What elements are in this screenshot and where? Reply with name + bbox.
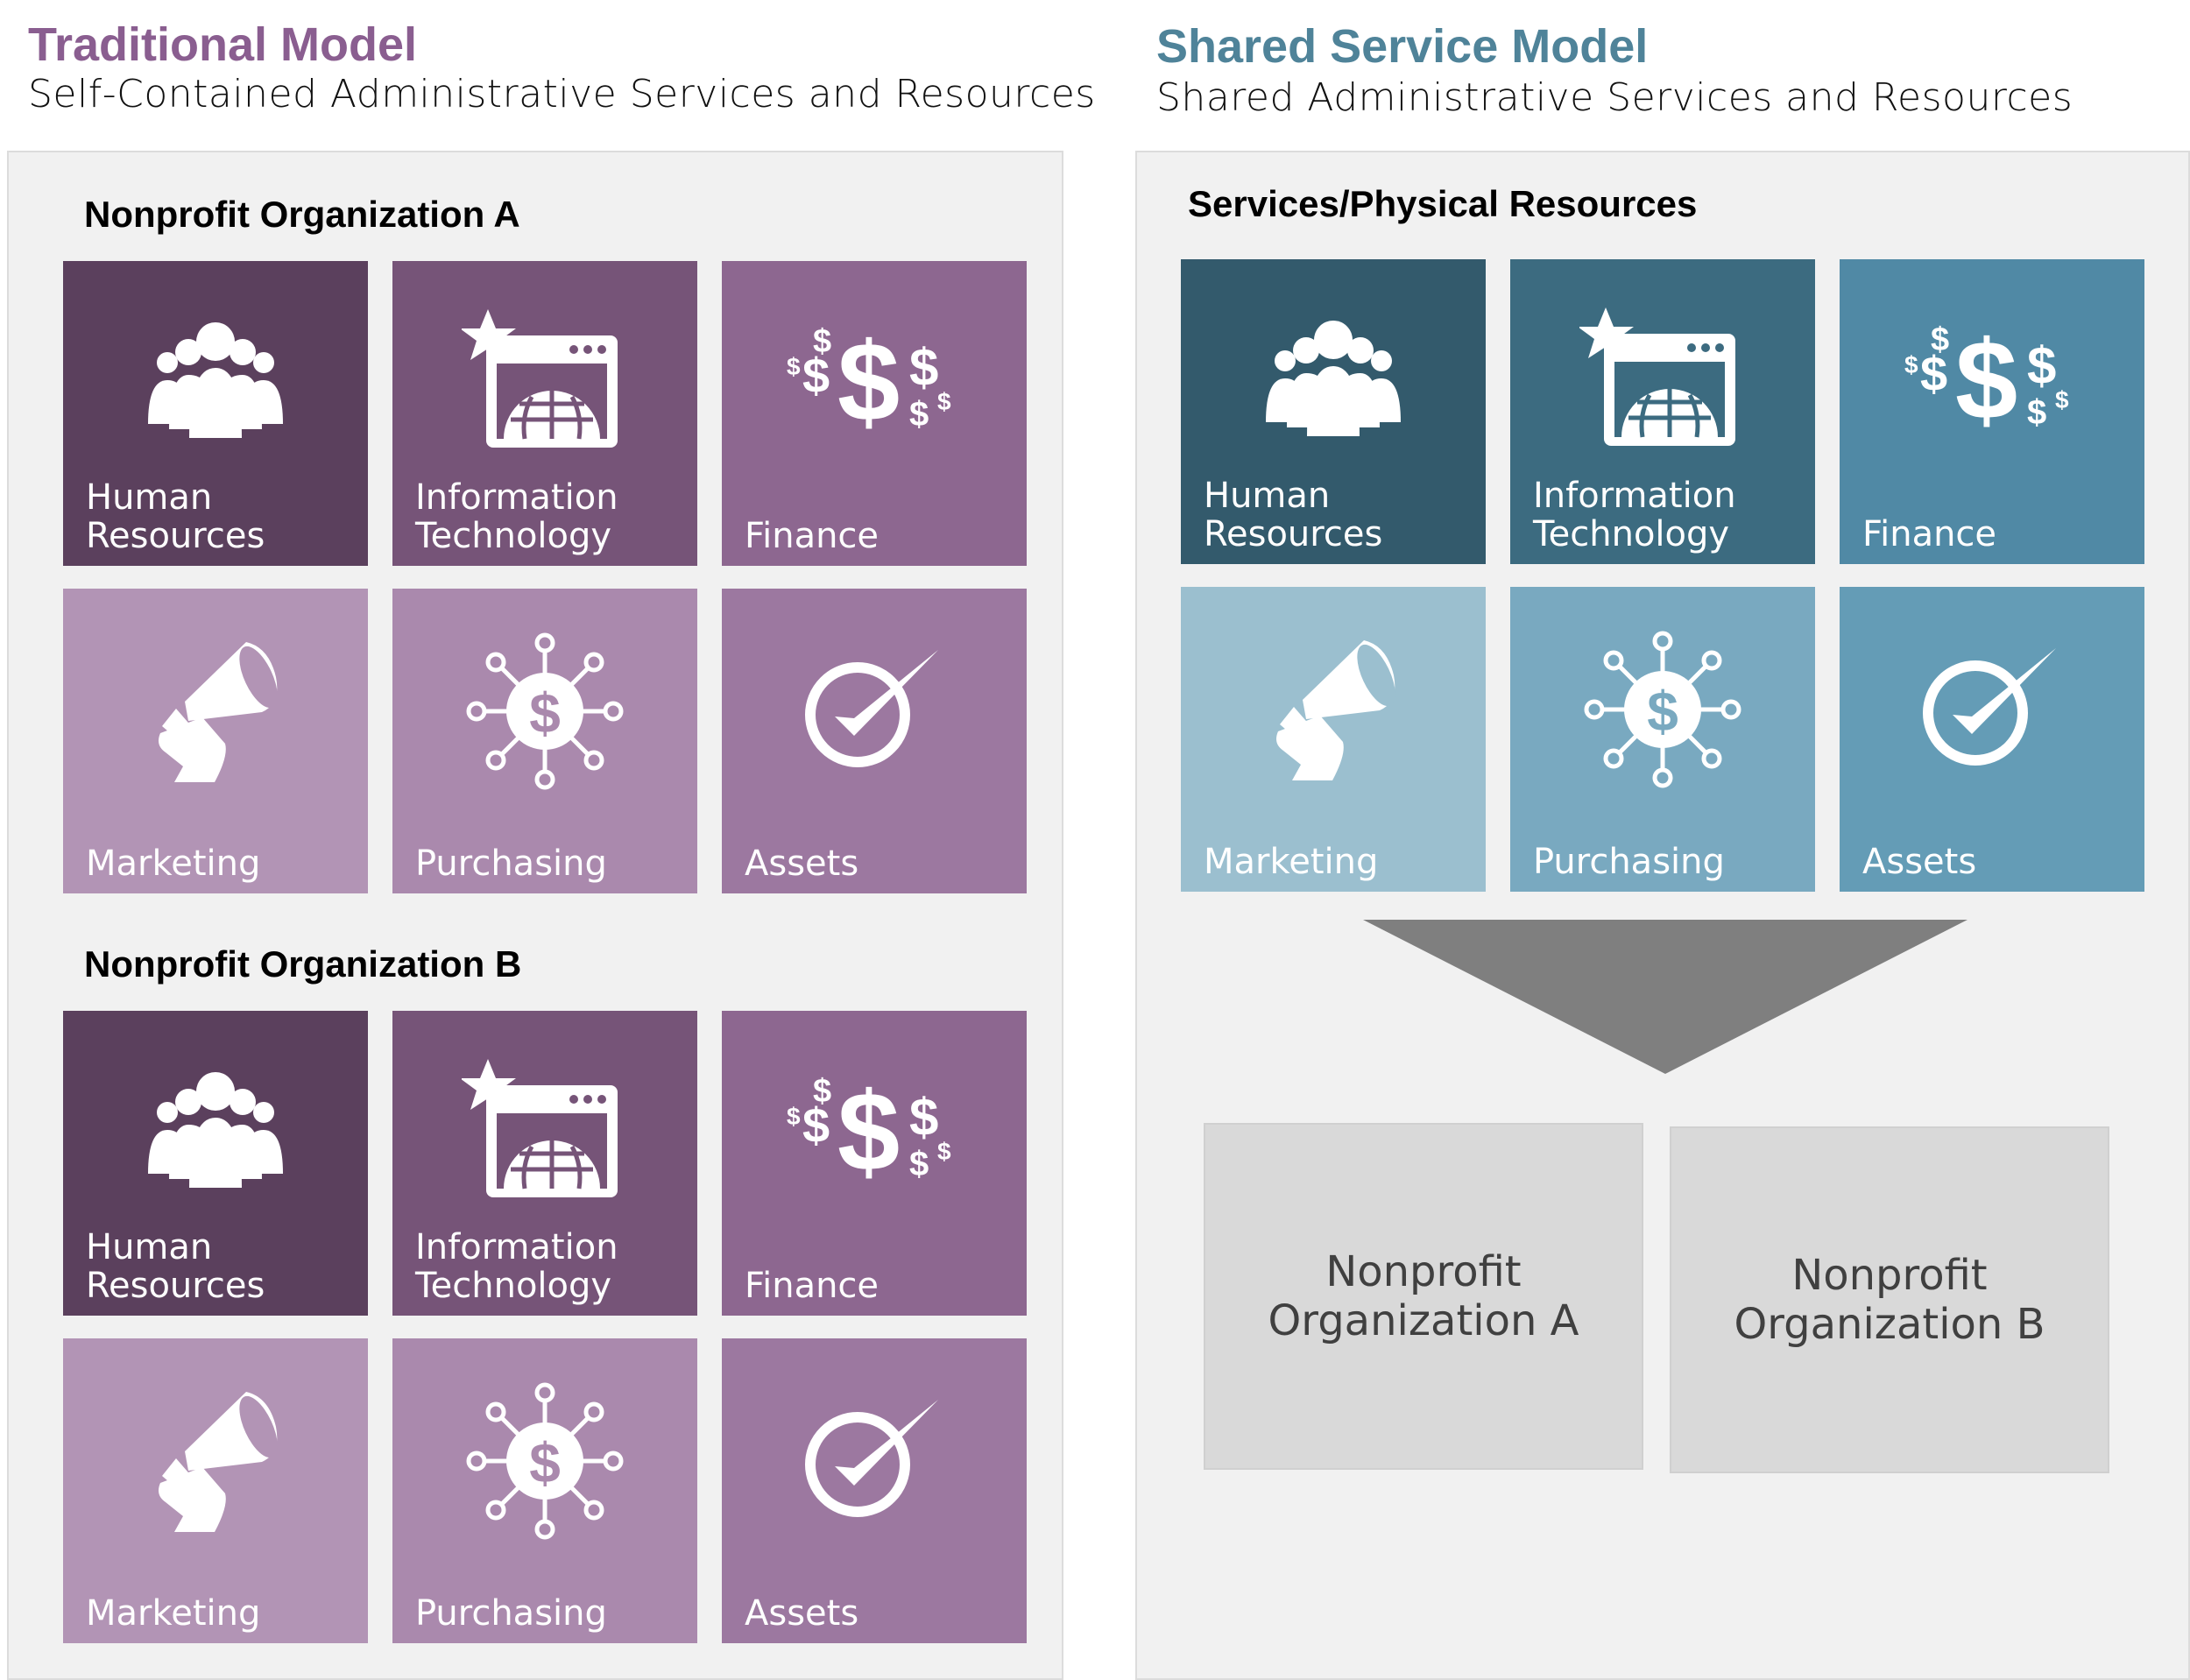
svg-text:$: $	[909, 395, 929, 434]
people-icon	[1181, 294, 1486, 469]
tile-assets: Assets	[722, 589, 1027, 893]
tile-label: Purchasing	[1533, 842, 1725, 882]
tile-label: Information Technology	[415, 477, 618, 556]
svg-text:$: $	[813, 1073, 831, 1110]
svg-text:$: $	[2055, 386, 2069, 413]
shared-org-a-box: Nonprofit Organization A	[1204, 1123, 1643, 1470]
tile-label: Finance	[745, 516, 880, 556]
globe-browser-star-icon	[392, 1046, 697, 1221]
group-title-services: Services/Physical Resources	[1188, 183, 1698, 224]
tile-label: Finance	[745, 1266, 880, 1306]
svg-text:$: $	[813, 323, 831, 360]
tile-purchasing: $ Purchasing	[392, 1338, 697, 1643]
tile-information-technology: Information Technology	[392, 1011, 697, 1316]
svg-text:$: $	[1931, 321, 1949, 358]
svg-text:$: $	[802, 1098, 830, 1153]
svg-text:$: $	[1904, 351, 1918, 378]
svg-text:$: $	[1647, 680, 1678, 743]
people-icon	[63, 1046, 368, 1221]
svg-text:$: $	[802, 348, 830, 403]
tile-label: Assets	[1862, 842, 1977, 882]
svg-text:$: $	[787, 353, 801, 380]
checkmark-circle-icon	[722, 1373, 1027, 1549]
svg-text:$: $	[837, 1072, 900, 1195]
tile-marketing: Marketing	[63, 1338, 368, 1643]
checkmark-circle-icon	[1840, 622, 2144, 797]
people-icon	[63, 296, 368, 471]
tile-label: Marketing	[1204, 842, 1379, 882]
tile-label: Marketing	[86, 844, 261, 884]
shared-org-b-label: Nonprofit Organization B	[1734, 1251, 2045, 1349]
svg-text:$: $	[529, 1431, 561, 1494]
shared-panel: Services/Physical Resources Human Resour…	[1135, 151, 2190, 1680]
tile-label: Human Resources	[1204, 476, 1383, 554]
dollar-signs-icon: $ $ $ $ $ $ $	[1840, 294, 2144, 469]
traditional-model-title: Traditional Model	[28, 18, 418, 71]
tile-label: Assets	[745, 1593, 859, 1634]
tile-information-technology: Information Technology	[1510, 259, 1815, 564]
tile-label: Assets	[745, 844, 859, 884]
tile-label: Information Technology	[415, 1227, 618, 1306]
tile-information-technology: Information Technology	[392, 261, 697, 566]
svg-text:$: $	[909, 1088, 938, 1147]
traditional-panel: Nonprofit Organization A Human Resources…	[7, 151, 1063, 1680]
dollar-signs-icon: $ $ $ $ $ $ $	[722, 296, 1027, 471]
megaphone-icon	[63, 624, 368, 799]
down-arrow-triangle	[1363, 920, 1967, 1074]
traditional-model-subtitle: Self-Contained Administrative Services a…	[28, 72, 1096, 116]
tile-label: Human Resources	[86, 1227, 265, 1306]
shared-model-title: Shared Service Model	[1156, 20, 1649, 73]
globe-browser-star-icon	[1510, 294, 1815, 469]
group-title-org-a: Nonprofit Organization A	[84, 194, 520, 235]
checkmark-circle-icon	[722, 624, 1027, 799]
svg-text:$: $	[837, 322, 900, 445]
tile-marketing: Marketing	[1181, 587, 1486, 892]
tile-label: Purchasing	[415, 1593, 607, 1634]
tile-purchasing: $ Purchasing	[392, 589, 697, 893]
shared-org-a-label: Nonprofit Organization A	[1268, 1247, 1579, 1345]
tile-assets: Assets	[722, 1338, 1027, 1643]
tile-label: Human Resources	[86, 477, 265, 556]
megaphone-icon	[63, 1373, 368, 1549]
tile-finance: $ $ $ $ $ $ $ Finance	[722, 1011, 1027, 1316]
svg-text:$: $	[2027, 336, 2056, 395]
tile-purchasing: $ Purchasing	[1510, 587, 1815, 892]
tile-label: Finance	[1862, 514, 1997, 554]
dollar-network-icon: $	[392, 624, 697, 799]
megaphone-icon	[1181, 622, 1486, 797]
globe-browser-star-icon	[392, 296, 697, 471]
tile-label: Marketing	[86, 1593, 261, 1634]
dollar-network-icon: $	[392, 1373, 697, 1549]
svg-text:$: $	[909, 1145, 929, 1183]
svg-text:$: $	[909, 338, 938, 397]
svg-text:$: $	[937, 388, 951, 415]
group-title-org-b: Nonprofit Organization B	[84, 943, 522, 985]
svg-text:$: $	[937, 1138, 951, 1165]
tile-human-resources: Human Resources	[1181, 259, 1486, 564]
tile-finance: $ $ $ $ $ $ $ Finance	[1840, 259, 2144, 564]
tile-human-resources: Human Resources	[63, 261, 368, 566]
tile-finance: $ $ $ $ $ $ $ Finance	[722, 261, 1027, 566]
tile-human-resources: Human Resources	[63, 1011, 368, 1316]
tile-label: Purchasing	[415, 844, 607, 884]
svg-text:$: $	[1955, 321, 2017, 443]
svg-text:$: $	[1920, 346, 1947, 401]
dollar-network-icon: $	[1510, 622, 1815, 797]
shared-model-subtitle: Shared Administrative Services and Resou…	[1156, 75, 2073, 120]
shared-org-b-box: Nonprofit Organization B	[1670, 1126, 2109, 1473]
svg-text:$: $	[787, 1103, 801, 1130]
tile-label: Information Technology	[1533, 476, 1736, 554]
svg-text:$: $	[529, 681, 561, 745]
dollar-signs-icon: $ $ $ $ $ $ $	[722, 1046, 1027, 1221]
tile-assets: Assets	[1840, 587, 2144, 892]
svg-text:$: $	[2027, 393, 2046, 432]
tile-marketing: Marketing	[63, 589, 368, 893]
